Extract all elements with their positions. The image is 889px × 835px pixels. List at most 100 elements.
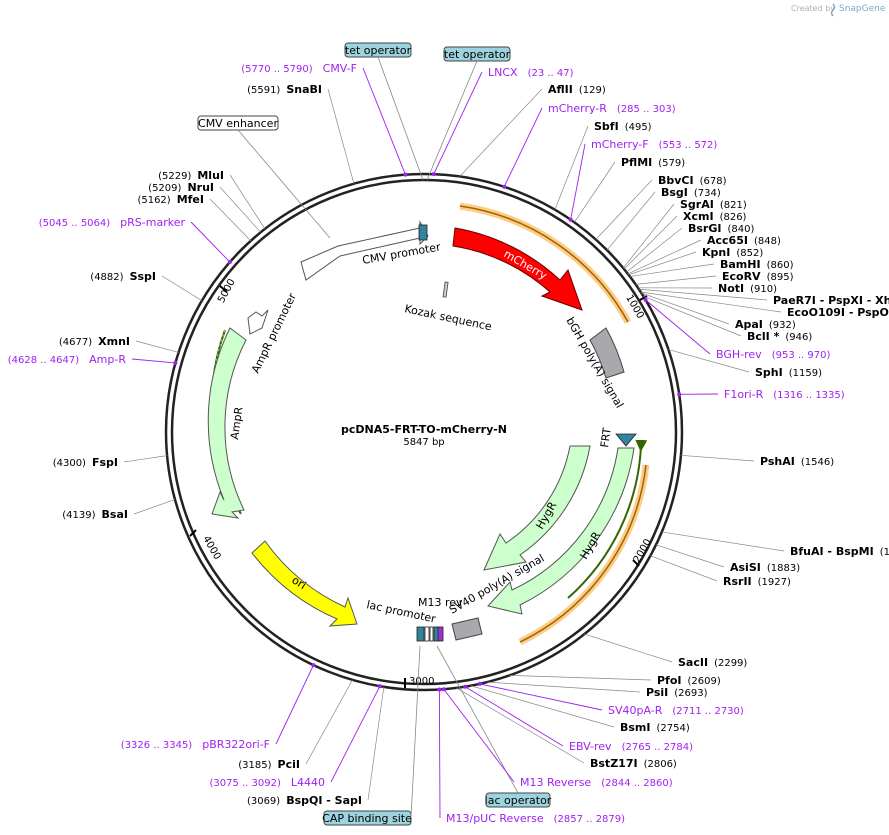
lac-operator-box [429, 626, 434, 642]
enzyme-label: XcmI(826) [683, 210, 747, 223]
m13-rev-box [437, 626, 444, 642]
primer-name: EBV-rev [569, 740, 612, 753]
primer-position: (953 .. 970) [772, 350, 831, 361]
primer-position: (3326 .. 3345) [121, 740, 193, 751]
enzyme-name: BspQI - SapI [286, 794, 362, 807]
enzyme-leader-line [487, 681, 641, 693]
enzyme-position: (5591) [247, 85, 280, 96]
enzyme-name: MfeI [177, 193, 204, 206]
enzyme-label: PflMI(579) [621, 156, 685, 169]
leader-lines [237, 56, 519, 819]
enzyme-leader-line [606, 191, 656, 251]
enzyme-name: NruI [187, 181, 214, 194]
tick-4000: 4000 [200, 534, 222, 562]
primer-leader-line [190, 221, 231, 263]
enzyme-name: BstZ17I [590, 757, 638, 770]
primer-position: (5770 .. 5790) [241, 64, 313, 75]
enzyme-name: SspI [130, 270, 156, 283]
enzyme-label: (4882)SspI [90, 270, 156, 283]
tet-operator-2-label: tet operator [444, 48, 511, 61]
cap-site-label-box: CAP binding site [322, 810, 412, 826]
tet-operator-1-box: tet operator [344, 42, 412, 58]
primer-leader-line [275, 664, 314, 745]
enzyme-name: XmnI [98, 335, 130, 348]
enzyme-name: FspI [92, 456, 118, 469]
enzyme-leader-line [123, 455, 168, 463]
enzyme-label: AflII(129) [548, 83, 606, 96]
primer-leader-line [503, 107, 543, 187]
enzyme-leader-line [327, 88, 355, 184]
orf-mcherry-line [459, 205, 629, 323]
enzyme-name: KpnI [702, 246, 730, 259]
ampr-promoter-label: AmpR promoter [249, 291, 299, 376]
primer-site-mark [463, 684, 468, 689]
enzyme-name: NotI [718, 282, 744, 295]
enzyme-label: BbvCI(678) [658, 174, 727, 187]
enzyme-leader-line [635, 275, 717, 285]
enzyme-position: (860) [767, 260, 794, 271]
primer-name: Amp-R [89, 353, 126, 366]
enzyme-label: SphI(1159) [755, 366, 822, 379]
primer-label: BGH-rev(953 .. 970) [716, 348, 830, 361]
snapgene-watermark: Created by SnapGene [791, 3, 886, 17]
backbone-inner-ring [170, 178, 678, 686]
backbone-outer-ring [164, 172, 684, 692]
primer-leader-line [131, 358, 176, 364]
ori-label: ori [289, 574, 308, 593]
primer-leader-line [433, 71, 483, 175]
snapgene-brand-text: SnapGene [839, 4, 886, 14]
orf-hygr-brown-line [519, 464, 647, 643]
enzyme-name: BamHI [720, 258, 761, 271]
enzyme-label: Acc65I(848) [707, 234, 781, 247]
enzyme-leader-line [133, 499, 176, 515]
enzyme-name: RsrII [723, 575, 752, 588]
primer-name: LNCX [488, 66, 518, 79]
enzyme-label: (4677)XmnI [59, 335, 130, 348]
frt-label: FRT [598, 427, 614, 449]
enzyme-leader-line [161, 275, 203, 302]
primer-site-mark [377, 684, 382, 689]
enzyme-position: (5229) [158, 171, 191, 182]
enzyme-label: BfuAI - BspMI(1832) [790, 545, 889, 558]
tick-2000: 2000 [632, 537, 654, 565]
plasmid-name: pcDNA5-FRT-TO-mCherry-N [341, 423, 507, 436]
enzyme-leader-line [640, 291, 782, 313]
enzyme-label: KpnI(852) [702, 246, 763, 259]
mcherry-feature-arrow [452, 227, 583, 311]
enzyme-label: (5229)MluI [158, 169, 224, 182]
enzyme-position: (2299) [714, 658, 747, 669]
enzyme-position: (3185) [238, 760, 271, 771]
enzyme-leader-line [367, 686, 385, 801]
primer-position: (1316 .. 1335) [773, 390, 845, 401]
primer-label: M13 Reverse(2844 .. 2860) [520, 776, 673, 789]
enzyme-label: SbfI(495) [594, 120, 652, 133]
primer-name: M13/pUC Reverse [446, 812, 544, 825]
primer-name: pBR322ori-F [202, 738, 270, 751]
enzyme-name: AsiSI [730, 561, 761, 574]
enzyme-position: (1883) [767, 563, 800, 574]
primer-leader-line [570, 143, 586, 220]
enzyme-name: SgrAI [680, 198, 714, 211]
enzyme-name: PaeR7I - PspXI - XhoI [773, 294, 889, 307]
enzyme-leader-line [638, 288, 768, 301]
enzyme-label: BsmI(2754) [620, 721, 690, 734]
tick-5000: 5000 [216, 277, 238, 305]
primer-name: F1ori-R [724, 388, 764, 401]
primer-position: (3075 .. 3092) [209, 778, 281, 789]
enzyme-name: EcoO109I - PspOMI [787, 306, 889, 319]
enzyme-name: PfoI [657, 674, 682, 687]
primer-label: EBV-rev(2765 .. 2784) [569, 740, 693, 753]
enzyme-label: BamHI (860) [720, 258, 794, 271]
primer-leader-line [330, 685, 381, 783]
hygr-inner-arrow [483, 445, 591, 571]
enzyme-label: EcoO109I - PspOMI(928) [787, 306, 889, 319]
enzyme-leader-line [595, 179, 653, 240]
enzyme-name: EcoRV [722, 270, 761, 283]
enzyme-label: PsiI(2693) [646, 686, 708, 699]
ampr-promoter-arrow [247, 309, 269, 335]
orf-hygr-dark-line [567, 439, 648, 599]
primer-leader-line [645, 299, 711, 355]
enzyme-leader-line [219, 186, 261, 233]
primer-label: (5045 .. 5064)pRS-marker [39, 216, 186, 229]
